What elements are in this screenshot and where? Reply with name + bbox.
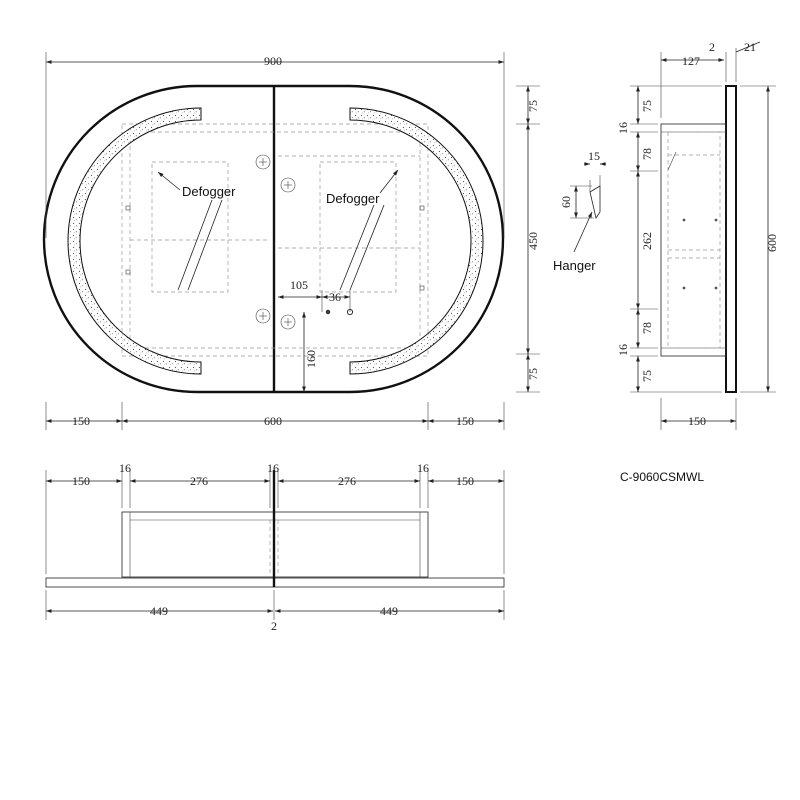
cabinet-hidden-side (667, 131, 721, 349)
dim-door-gap: 2 (271, 619, 277, 633)
side-view: 127 2 21 75 16 78 262 78 16 75 600 150 (616, 40, 779, 430)
touch-sensor-icon (255, 154, 271, 170)
socket-dot (325, 309, 331, 315)
dim-75-bottom: 75 (526, 368, 540, 380)
hinge-mark (667, 151, 677, 171)
dim-15: 15 (588, 149, 600, 163)
reflection-stroke (349, 204, 385, 291)
dim-side-75-bottom: 75 (640, 370, 654, 382)
defogger-label-right: Defogger (326, 191, 380, 206)
dim-160: 160 (304, 350, 318, 368)
dim-door-right: 449 (380, 604, 398, 618)
defogger-pad-right (319, 161, 397, 293)
hanger-leader (573, 211, 593, 253)
hinge-mark (125, 269, 131, 275)
pin-hole (714, 218, 718, 222)
dim-top-150-right: 150 (456, 474, 474, 488)
mirror-panel-side (725, 85, 737, 393)
hinge-mark (419, 285, 425, 291)
dim-60: 60 (559, 196, 573, 208)
dim-150-left: 150 (72, 414, 90, 428)
dim-side-16-top: 16 (616, 122, 630, 134)
pin-hole (714, 286, 718, 290)
led-arc-left (67, 107, 202, 375)
defogger-pad-left (151, 161, 229, 293)
pin-hole (682, 218, 686, 222)
dim-side-262: 262 (640, 232, 654, 250)
dim-75-top: 75 (526, 100, 540, 112)
dim-150-right: 150 (456, 414, 474, 428)
dim-105: 105 (290, 278, 308, 292)
reflection-stroke (187, 199, 223, 291)
hanger-shape (589, 185, 601, 219)
hinge-mark (419, 205, 425, 211)
defogger-leader-left (157, 171, 181, 191)
dim-top-276-right: 276 (338, 474, 356, 488)
dim-top-16-right: 16 (417, 461, 429, 475)
mirror-outline (42, 84, 505, 394)
dim-2: 2 (709, 40, 715, 54)
dim-127: 127 (682, 54, 700, 68)
led-arc-right (349, 107, 484, 375)
cabinet-hidden-outline (121, 123, 429, 357)
touch-sensor-icon (280, 177, 296, 193)
dim-line-21 (735, 41, 761, 53)
dim-side-150: 150 (688, 414, 706, 428)
dim-side-75-top: 75 (640, 100, 654, 112)
dim-21: 21 (744, 40, 756, 54)
dim-side-16-bottom: 16 (616, 344, 630, 356)
dim-top-150-left: 150 (72, 474, 90, 488)
dim-top-16-mid: 16 (267, 461, 279, 475)
hanger-detail: 15 60 Hanger (553, 149, 606, 273)
dim-side-78-top: 78 (640, 148, 654, 160)
defogger-label-left: Defogger (182, 184, 236, 199)
hanger-label: Hanger (553, 258, 596, 273)
dim-900: 900 (264, 54, 282, 68)
front-view: Defogger Defogger 105 36 160 900 75 450 … (42, 52, 540, 430)
dim-side-600: 600 (765, 234, 779, 252)
pin-hole (682, 286, 686, 290)
touch-sensor-icon (255, 308, 271, 324)
cabinet-body-side (660, 123, 727, 357)
dim-36: 36 (329, 290, 341, 304)
dim-door-left: 449 (150, 604, 168, 618)
reflection-stroke (339, 204, 375, 291)
dim-side-78-bottom: 78 (640, 322, 654, 334)
dim-600: 600 (264, 414, 282, 428)
hinge-mark (125, 205, 131, 211)
model-code: C-9060CSMWL (620, 470, 704, 484)
top-view: 150 16 276 16 276 16 150 449 449 2 (45, 461, 505, 633)
dim-top-276-left: 276 (190, 474, 208, 488)
touch-sensor-icon (280, 314, 296, 330)
dim-450: 450 (526, 232, 540, 250)
reflection-stroke (177, 199, 213, 291)
defogger-leader-right (379, 169, 399, 194)
dim-top-16-left: 16 (119, 461, 131, 475)
